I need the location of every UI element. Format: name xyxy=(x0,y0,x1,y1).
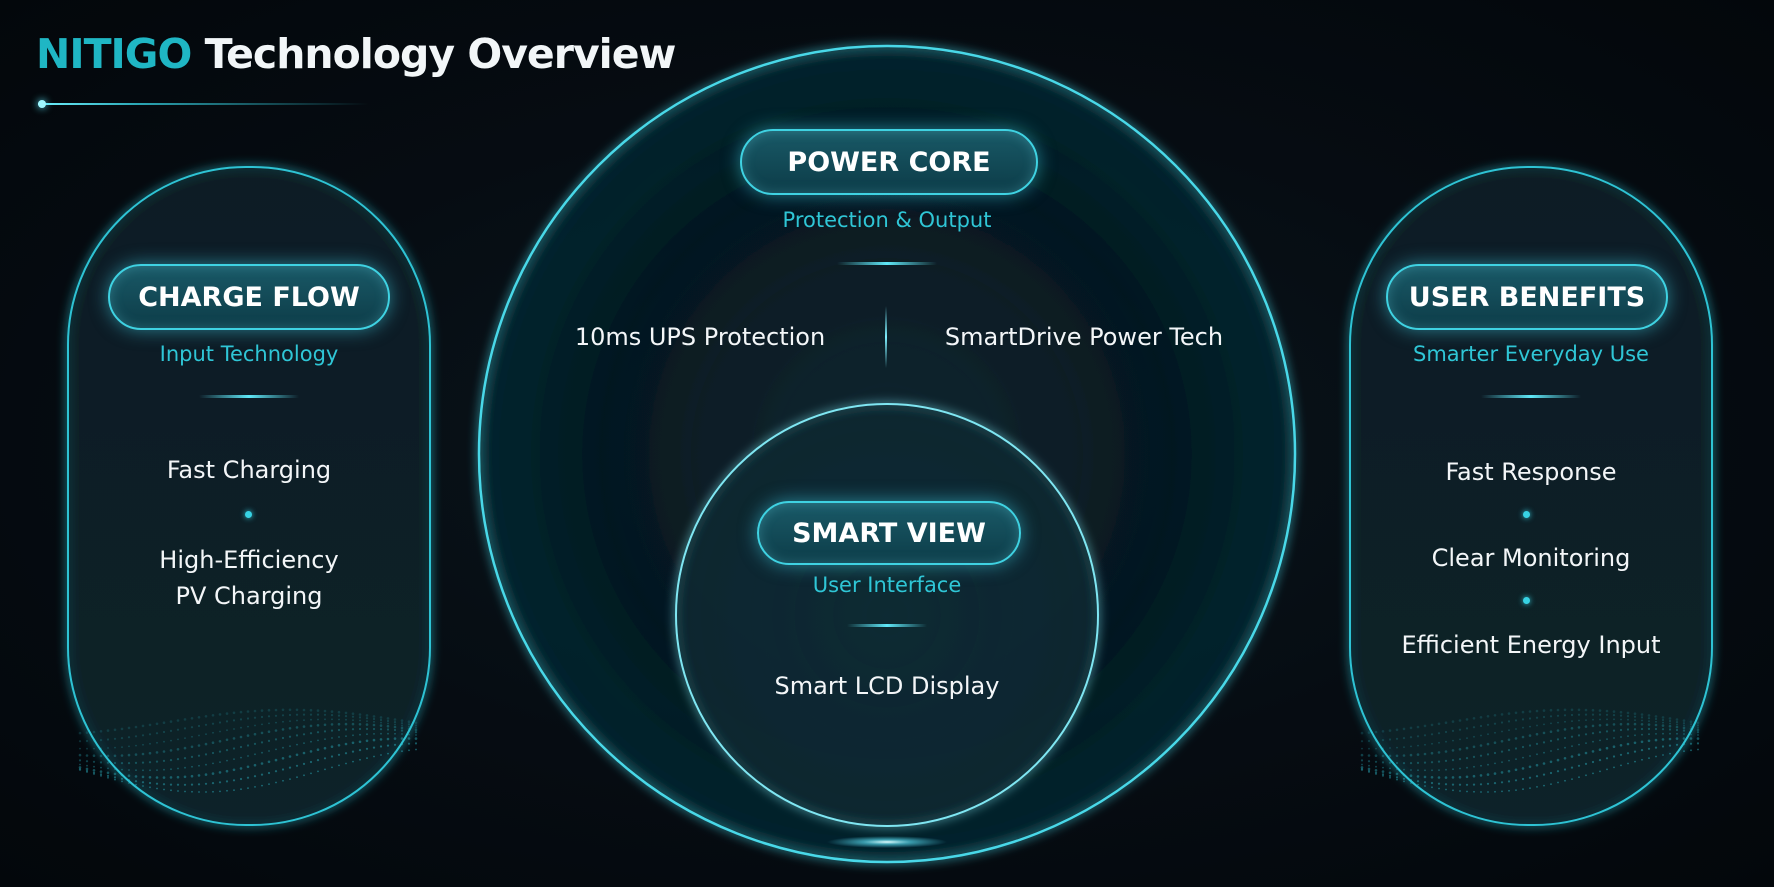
user-benefits-item-1: Fast Response xyxy=(1445,458,1617,486)
charge-flow-title: CHARGE FLOW xyxy=(138,281,360,313)
user-benefits-panel-outline xyxy=(1349,166,1713,826)
wave-dot-texture xyxy=(78,708,1700,793)
smart-view-item: Smart LCD Display xyxy=(774,672,1000,700)
power-core-pill: POWER CORE xyxy=(740,129,1038,195)
user-benefits-item-3: Efficient Energy Input xyxy=(1401,631,1661,659)
charge-flow-bullet xyxy=(245,511,252,518)
page-title: NITIGO Technology Overview xyxy=(36,30,677,78)
smart-view-subtitle: User Interface xyxy=(812,573,962,597)
user-benefits-pill: USER BENEFITS xyxy=(1386,264,1668,330)
bottom-glow xyxy=(827,836,947,848)
title-text: Technology Overview xyxy=(204,30,677,78)
user-benefits-divider xyxy=(1481,395,1581,398)
charge-flow-pill: CHARGE FLOW xyxy=(108,264,390,330)
charge-flow-divider xyxy=(199,395,299,398)
user-benefits-bullet-2 xyxy=(1523,597,1530,604)
smart-view-divider xyxy=(847,624,927,627)
smart-view-circle xyxy=(675,403,1099,827)
power-core-title: POWER CORE xyxy=(787,146,991,178)
charge-flow-panel-outline xyxy=(67,166,431,826)
power-core-subtitle: Protection & Output xyxy=(782,208,992,232)
charge-flow-subtitle: Input Technology xyxy=(159,342,339,366)
smart-view-pill: SMART VIEW xyxy=(757,501,1021,565)
user-benefits-item-2: Clear Monitoring xyxy=(1431,544,1631,572)
title-underline-dot xyxy=(38,100,46,108)
user-benefits-bullet-1 xyxy=(1523,511,1530,518)
user-benefits-title: USER BENEFITS xyxy=(1408,281,1646,313)
charge-flow-item-1: Fast Charging xyxy=(166,456,332,484)
smart-view-title: SMART VIEW xyxy=(792,517,986,549)
brand-name: NITIGO xyxy=(36,30,192,78)
charge-flow-item-3: PV Charging xyxy=(175,582,323,610)
power-core-left-item: 10ms UPS Protection xyxy=(574,323,826,351)
user-benefits-subtitle: Smarter Everyday Use xyxy=(1413,342,1649,366)
power-core-right-item: SmartDrive Power Tech xyxy=(944,323,1224,351)
power-core-separator xyxy=(885,306,887,368)
title-underline xyxy=(38,103,368,105)
power-core-divider xyxy=(837,262,937,265)
charge-flow-item-2: High-Efficiency xyxy=(159,546,339,574)
